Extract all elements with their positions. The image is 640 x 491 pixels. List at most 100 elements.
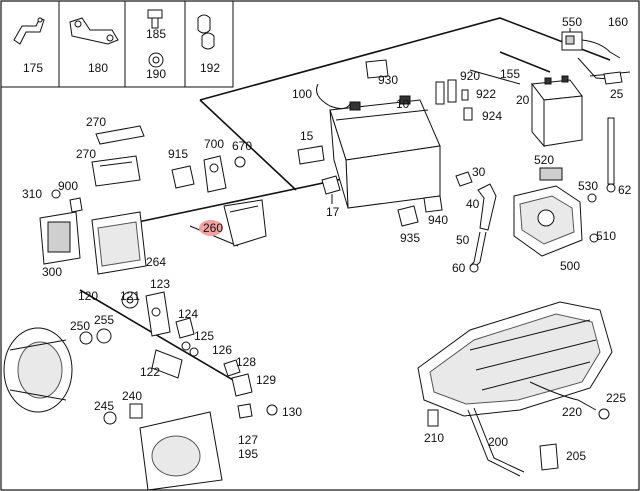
part-126-nut[interactable] (189, 347, 199, 357)
callout-670[interactable]: 670 (232, 139, 252, 153)
part-510-bolt[interactable] (589, 233, 599, 243)
part-15-plate[interactable] (297, 145, 325, 165)
part-122-cover[interactable] (151, 349, 183, 379)
callout-195[interactable]: 195 (238, 447, 258, 461)
callout-700[interactable]: 700 (204, 137, 224, 151)
part-195-starter[interactable] (139, 411, 223, 491)
callout-200[interactable]: 200 (488, 435, 508, 449)
callout-155[interactable]: 155 (500, 67, 520, 81)
callout-10[interactable]: 10 (396, 97, 410, 111)
part-700-module[interactable] (203, 155, 227, 193)
part-124-bracket[interactable] (175, 317, 195, 339)
callout-62[interactable]: 62 (618, 183, 632, 197)
part-270-connector-a[interactable] (95, 125, 145, 145)
part-260-cover[interactable] (223, 199, 267, 247)
part-255-pulley[interactable] (79, 328, 112, 345)
part-127-clip[interactable] (237, 403, 253, 419)
part-129-bracket[interactable] (231, 373, 253, 397)
callout-123[interactable]: 123 (150, 277, 170, 291)
part-530-bolt[interactable] (587, 193, 597, 203)
part-62-rod[interactable] (606, 117, 616, 193)
callout-510[interactable]: 510 (596, 229, 616, 243)
part-270-connector-b[interactable] (91, 155, 141, 187)
callout-930[interactable]: 930 (378, 73, 398, 87)
part-935-connector[interactable] (397, 205, 419, 227)
part-60-clamp[interactable] (469, 263, 479, 273)
callout-192[interactable]: 192 (200, 61, 220, 75)
callout-190[interactable]: 190 (146, 67, 166, 81)
callout-122[interactable]: 122 (140, 365, 160, 379)
callout-60[interactable]: 60 (452, 261, 466, 275)
part-930-clamp[interactable] (365, 59, 389, 79)
part-180-bracket[interactable] (69, 17, 119, 45)
part-310-bolt[interactable] (51, 189, 61, 199)
part-225-clip[interactable] (598, 408, 610, 420)
callout-25[interactable]: 25 (610, 87, 624, 101)
callout-127[interactable]: 127 (238, 433, 258, 447)
callout-128[interactable]: 128 (236, 355, 256, 369)
callout-40[interactable]: 40 (466, 197, 480, 211)
part-520-cover[interactable] (539, 167, 563, 181)
part-900-clip[interactable] (69, 197, 83, 213)
part-123-bracket[interactable] (145, 291, 171, 337)
callout-185[interactable]: 185 (146, 27, 166, 41)
part-922-fuse[interactable] (461, 89, 469, 101)
part-121-gear[interactable] (121, 291, 139, 309)
part-670-nut[interactable] (234, 156, 246, 168)
part-192-clips[interactable] (197, 14, 215, 50)
part-924-fuse[interactable] (463, 107, 473, 121)
callout-120[interactable]: 120 (78, 289, 98, 303)
callout-530[interactable]: 530 (578, 179, 598, 193)
part-550-relay[interactable] (561, 28, 583, 51)
callout-260[interactable]: 260 (203, 221, 223, 235)
part-30-grommet[interactable] (455, 171, 473, 187)
part-17-bracket[interactable] (321, 175, 341, 204)
part-264-fuse-box[interactable] (91, 211, 147, 275)
callout-240[interactable]: 240 (122, 389, 142, 403)
part-175-bracket[interactable] (13, 17, 45, 45)
callout-935[interactable]: 935 (400, 231, 420, 245)
part-100-cable[interactable] (316, 83, 351, 110)
callout-210[interactable]: 210 (424, 431, 444, 445)
callout-264[interactable]: 264 (146, 255, 166, 269)
callout-310[interactable]: 310 (22, 187, 42, 201)
callout-124[interactable]: 124 (178, 307, 198, 321)
part-250-alternator[interactable] (3, 327, 73, 413)
callout-250[interactable]: 250 (70, 319, 90, 333)
part-20-aux-battery[interactable] (531, 75, 583, 148)
callout-520[interactable]: 520 (534, 153, 554, 167)
part-190-nut[interactable] (148, 52, 164, 68)
callout-924[interactable]: 924 (482, 109, 502, 123)
part-185-bolt[interactable] (147, 9, 163, 29)
callout-121[interactable]: 121 (120, 289, 140, 303)
part-40-hose[interactable] (477, 183, 497, 231)
callout-125[interactable]: 125 (194, 329, 214, 343)
part-130-clip[interactable] (266, 404, 278, 416)
callout-225[interactable]: 225 (606, 391, 626, 405)
callout-129[interactable]: 129 (256, 373, 276, 387)
part-915-sensor[interactable] (171, 165, 195, 189)
part-210-bolt[interactable] (427, 409, 439, 427)
callout-220[interactable]: 220 (562, 405, 582, 419)
callout-915[interactable]: 915 (168, 147, 188, 161)
callout-922[interactable]: 922 (476, 87, 496, 101)
callout-940[interactable]: 940 (428, 213, 448, 227)
part-125-clip[interactable] (181, 341, 191, 351)
part-200-dipstick[interactable] (467, 407, 525, 477)
part-300-control-unit[interactable] (39, 211, 81, 265)
callout-15[interactable]: 15 (300, 129, 314, 143)
part-205-bracket[interactable] (539, 443, 559, 471)
part-920-fuse[interactable] (435, 79, 457, 105)
callout-50[interactable]: 50 (456, 233, 470, 247)
callout-270-a[interactable]: 270 (86, 115, 106, 129)
callout-550[interactable]: 550 (562, 15, 582, 29)
callout-245[interactable]: 245 (94, 399, 114, 413)
part-240-bolt[interactable] (129, 403, 143, 419)
callout-205[interactable]: 205 (566, 449, 586, 463)
callout-100[interactable]: 100 (292, 87, 312, 101)
callout-255[interactable]: 255 (94, 313, 114, 327)
callout-300[interactable]: 300 (42, 265, 62, 279)
part-940-clip[interactable] (423, 195, 443, 213)
callout-20[interactable]: 20 (516, 93, 530, 107)
callout-270-b[interactable]: 270 (76, 147, 96, 161)
